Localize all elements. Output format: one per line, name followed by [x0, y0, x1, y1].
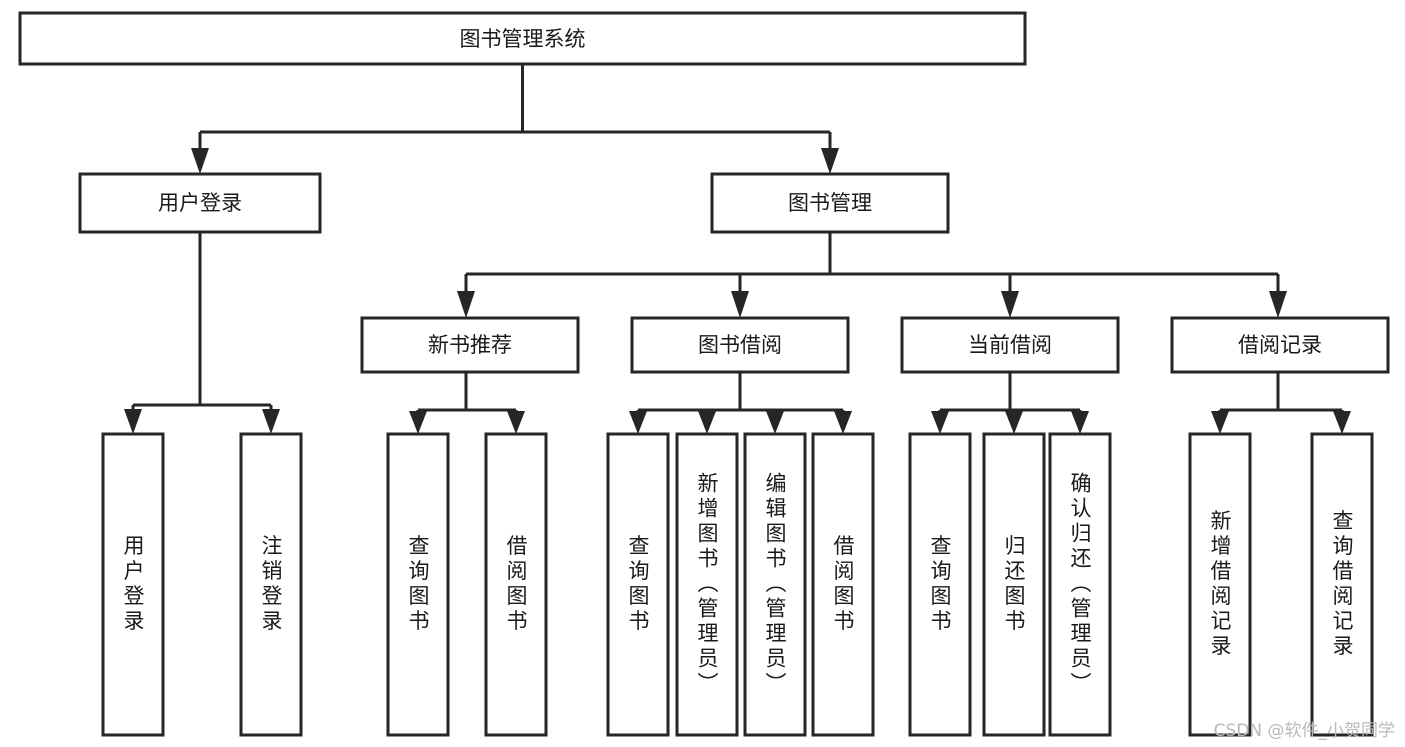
- node-leaf-user-login[interactable]: 用户登录: [101, 432, 165, 737]
- node-new-book-rec-label: 新书推荐: [428, 333, 512, 357]
- arrow-head-leaf-borrow-book-1: [507, 411, 525, 434]
- node-leaf-query-book-1[interactable]: 查询图书: [386, 432, 450, 737]
- arrow-head-borrow-record: [1269, 291, 1287, 318]
- node-leaf-query-book-2-label: 查询图书: [626, 535, 650, 635]
- node-borrow-record[interactable]: 借阅记录: [1170, 316, 1390, 374]
- arrow-head-current-borrow: [1001, 291, 1019, 318]
- connector-layer: [124, 64, 1351, 434]
- node-leaf-query-book-3-label: 查询图书: [928, 535, 952, 635]
- node-leaf-return-book[interactable]: 归还图书: [982, 432, 1046, 737]
- node-leaf-add-book-label: 新增图书（管理员）: [695, 472, 719, 697]
- node-book-mgmt[interactable]: 图书管理: [710, 172, 950, 234]
- node-leaf-edit-book-box[interactable]: [743, 432, 807, 737]
- node-leaf-add-record-box[interactable]: [1188, 432, 1252, 737]
- node-leaf-confirm-return[interactable]: 确认归还（管理员）: [1048, 432, 1112, 737]
- node-new-book-rec[interactable]: 新书推荐: [360, 316, 580, 374]
- arrow-head-leaf-return-book: [1005, 411, 1023, 434]
- arrow-head-leaf-user-login: [124, 409, 142, 434]
- node-current-borrow-box[interactable]: [900, 316, 1120, 374]
- arrow-head-leaf-logout: [262, 409, 280, 434]
- node-leaf-borrow-book-2[interactable]: 借阅图书: [811, 432, 875, 737]
- node-current-borrow[interactable]: 当前借阅: [900, 316, 1120, 374]
- node-leaf-add-book-box[interactable]: [675, 432, 739, 737]
- node-book-mgmt-label: 图书管理: [788, 191, 872, 215]
- node-root-box[interactable]: [18, 11, 1027, 66]
- arrow-head-leaf-edit-book: [766, 411, 784, 434]
- node-root-label: 图书管理系统: [460, 27, 586, 51]
- arrow-head-leaf-add-record: [1211, 411, 1229, 434]
- node-leaf-return-book-label: 归还图书: [1002, 535, 1026, 635]
- arrow-head-leaf-query-book-2: [629, 411, 647, 434]
- node-leaf-query-book-1-label: 查询图书: [406, 535, 430, 635]
- node-user-login-label: 用户登录: [158, 191, 242, 215]
- node-leaf-query-book-2[interactable]: 查询图书: [606, 432, 670, 737]
- node-leaf-add-book[interactable]: 新增图书（管理员）: [675, 432, 739, 737]
- arrow-head-book-borrow: [731, 291, 749, 318]
- arrow-head-leaf-confirm-return: [1071, 411, 1089, 434]
- node-user-login[interactable]: 用户登录: [78, 172, 322, 234]
- arrow-head-new-book-rec: [457, 291, 475, 318]
- csdn-watermark: CSDN @软件_小贺同学: [1213, 721, 1395, 741]
- node-current-borrow-label: 当前借阅: [968, 333, 1052, 357]
- node-book-borrow-label: 图书借阅: [698, 333, 782, 357]
- node-user-login-box[interactable]: [78, 172, 322, 234]
- node-leaf-query-record-label: 查询借阅记录: [1330, 510, 1354, 660]
- node-leaf-query-record[interactable]: 查询借阅记录: [1310, 432, 1374, 737]
- node-leaf-return-book-box[interactable]: [982, 432, 1046, 737]
- node-new-book-rec-box[interactable]: [360, 316, 580, 374]
- node-root[interactable]: 图书管理系统: [18, 11, 1027, 66]
- node-leaf-logout-box[interactable]: [239, 432, 303, 737]
- node-leaf-query-book-3[interactable]: 查询图书: [908, 432, 972, 737]
- node-leaf-add-record[interactable]: 新增借阅记录: [1188, 432, 1252, 737]
- arrow-head-leaf-query-book-3: [931, 411, 949, 434]
- node-leaf-user-login-label: 用户登录: [121, 535, 145, 635]
- node-leaf-borrow-book-2-box[interactable]: [811, 432, 875, 737]
- node-book-mgmt-box[interactable]: [710, 172, 950, 234]
- node-book-borrow[interactable]: 图书借阅: [630, 316, 850, 374]
- arrow-head-leaf-query-record: [1333, 411, 1351, 434]
- node-leaf-borrow-book-1[interactable]: 借阅图书: [484, 432, 548, 737]
- node-leaf-query-book-3-box[interactable]: [908, 432, 972, 737]
- node-leaf-edit-book[interactable]: 编辑图书（管理员）: [743, 432, 807, 737]
- node-leaf-logout-label: 注销登录: [259, 535, 283, 635]
- node-leaf-edit-book-label: 编辑图书（管理员）: [763, 472, 787, 697]
- node-layer: 图书管理系统 用户登录 图书管理 新书推荐 图书借阅: [18, 11, 1390, 737]
- node-leaf-confirm-return-box[interactable]: [1048, 432, 1112, 737]
- node-borrow-record-label: 借阅记录: [1238, 333, 1322, 357]
- arrow-head-leaf-query-book-1: [409, 411, 427, 434]
- node-leaf-borrow-book-1-box[interactable]: [484, 432, 548, 737]
- node-borrow-record-box[interactable]: [1170, 316, 1390, 374]
- node-leaf-query-record-box[interactable]: [1310, 432, 1374, 737]
- node-leaf-user-login-box[interactable]: [101, 432, 165, 737]
- arrow-head-leaf-add-book: [698, 411, 716, 434]
- arrow-head-book-mgmt: [821, 148, 839, 174]
- node-leaf-query-book-2-box[interactable]: [606, 432, 670, 737]
- arrow-head-leaf-borrow-book-2: [834, 411, 852, 434]
- node-leaf-query-book-1-box[interactable]: [386, 432, 450, 737]
- node-book-borrow-box[interactable]: [630, 316, 850, 374]
- node-leaf-borrow-book-2-label: 借阅图书: [831, 535, 855, 635]
- node-leaf-borrow-book-1-label: 借阅图书: [504, 535, 528, 635]
- node-leaf-confirm-return-label: 确认归还（管理员）: [1068, 472, 1092, 697]
- node-leaf-add-record-label: 新增借阅记录: [1208, 510, 1232, 660]
- arrow-head-user-login: [191, 148, 209, 174]
- node-leaf-logout[interactable]: 注销登录: [239, 432, 303, 737]
